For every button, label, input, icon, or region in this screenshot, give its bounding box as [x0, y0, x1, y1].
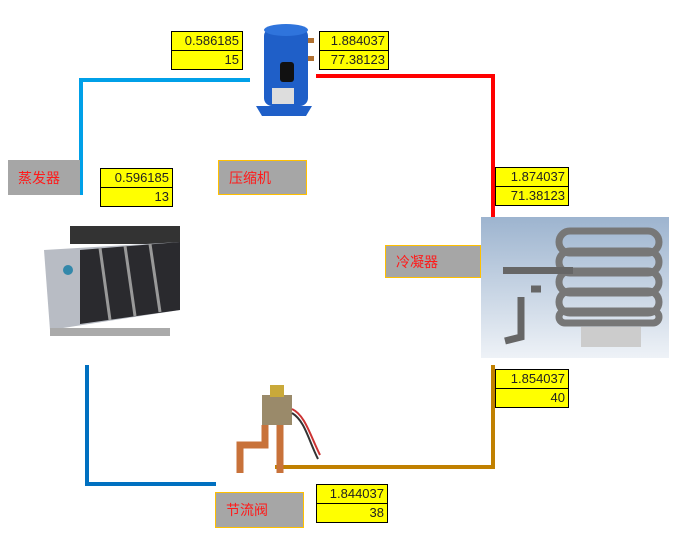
temperature-value: 15 — [172, 50, 242, 69]
evaporator-image — [44, 226, 180, 336]
condenser-inlet-values: 1.874037 71.38123 — [495, 167, 569, 206]
temperature-value: 38 — [317, 503, 387, 522]
liquid-pipe-vertical — [491, 365, 495, 469]
expansion-valve-label: 节流阀 — [215, 492, 304, 528]
pressure-value: 1.844037 — [329, 486, 384, 501]
discharge-pipe-vertical — [491, 74, 495, 218]
discharge-pipe-horizontal — [316, 74, 495, 78]
compressor-outlet-values: 1.884037 77.38123 — [319, 31, 389, 70]
temperature-value: 71.38123 — [496, 186, 568, 205]
evap-inlet-pipe-vertical — [85, 365, 89, 486]
evap-inlet-pipe-horizontal — [85, 482, 216, 486]
condenser-outlet-values: 1.854037 40 — [495, 369, 569, 408]
pressure-value: 1.874037 — [510, 169, 565, 184]
temperature-value: 40 — [496, 388, 568, 407]
expansion-valve-image — [236, 385, 321, 473]
condenser-label: 冷凝器 — [385, 245, 481, 278]
compressor-image — [256, 24, 314, 116]
pressure-value: 0.586185 — [184, 33, 239, 48]
temperature-value: 13 — [101, 187, 172, 206]
evaporator-outlet-values: 0.596185 13 — [100, 168, 173, 207]
compressor-label: 压缩机 — [218, 160, 307, 195]
pressure-value: 1.884037 — [330, 33, 385, 48]
liquid-pipe-horizontal — [275, 465, 495, 469]
suction-pipe-horizontal — [80, 78, 250, 82]
compressor-inlet-values: 0.586185 15 — [171, 31, 243, 70]
pressure-value: 0.596185 — [114, 170, 169, 185]
temperature-value: 77.38123 — [320, 50, 388, 69]
condenser-image — [481, 217, 669, 358]
expansion-valve-outlet-values: 1.844037 38 — [316, 484, 388, 523]
evaporator-label: 蒸发器 — [8, 160, 80, 195]
pressure-value: 1.854037 — [510, 371, 565, 386]
suction-pipe-vertical — [79, 78, 83, 195]
